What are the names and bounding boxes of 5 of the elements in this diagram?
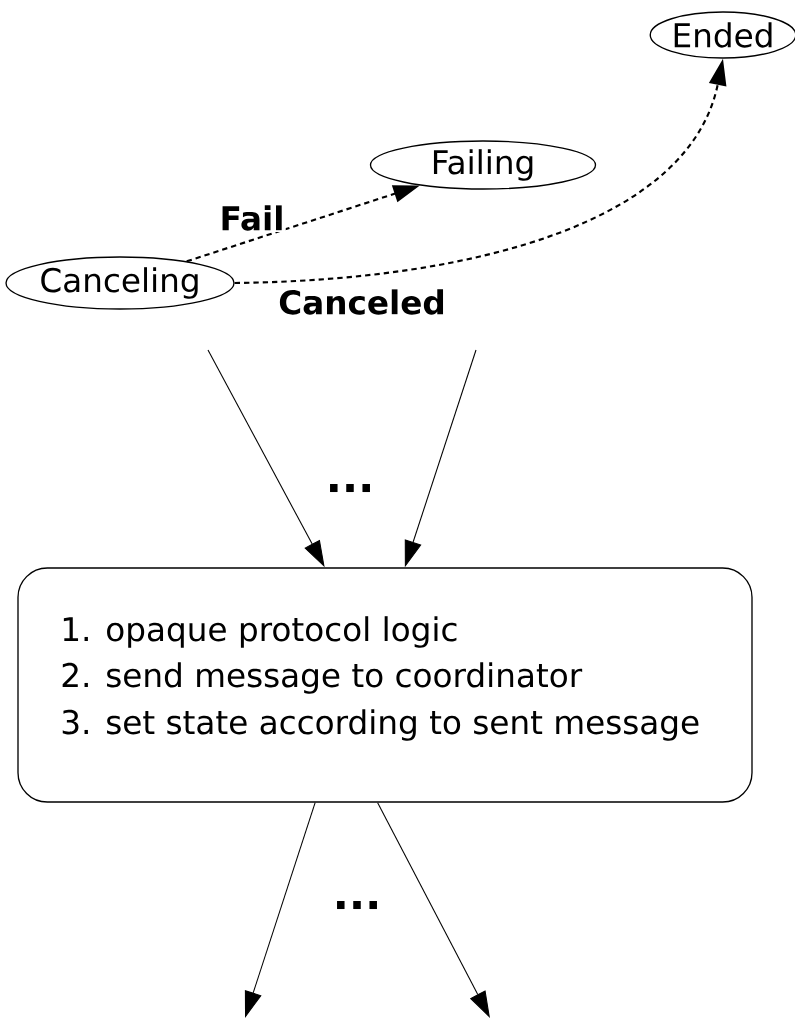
process-box: 1. opaque protocol logic 2. send message to coordinator 3. set state according to sent message	[17, 567, 753, 803]
edge-label: Fail	[222, 205, 282, 231]
ellipsis: ...	[337, 901, 377, 910]
edge-label: Canceled	[279, 289, 444, 315]
ellipsis: ...	[330, 484, 370, 493]
